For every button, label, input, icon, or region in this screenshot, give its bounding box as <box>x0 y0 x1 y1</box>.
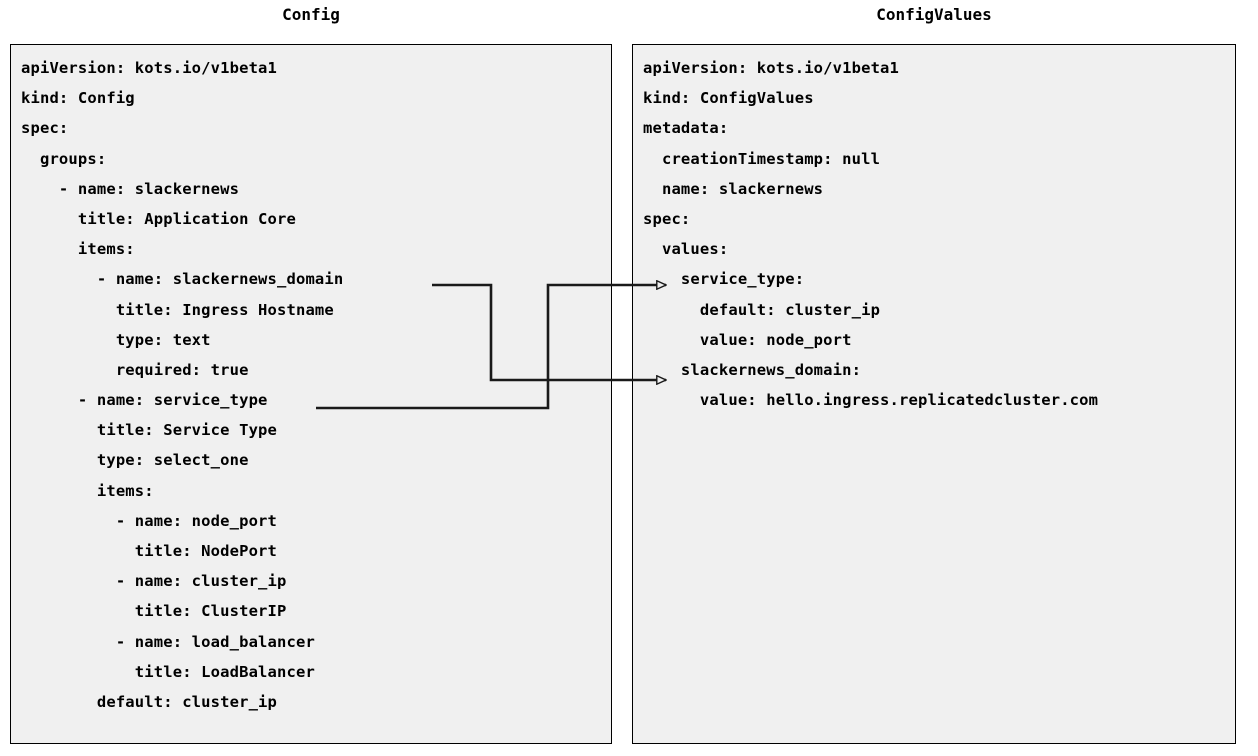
config-line-20: title: LoadBalancer <box>21 662 315 681</box>
config-line-14: items: <box>21 481 154 500</box>
config-line-2: spec: <box>21 119 69 138</box>
configvalues-yaml-panel: apiVersion: kots.io/v1beta1 kind: ConfigV… <box>632 44 1236 744</box>
left-panel-title: Config <box>282 5 340 24</box>
config-line-16: title: NodePort <box>21 542 278 560</box>
config-yaml-body: apiVersion: kots.io/v1beta1 kind: Config s… <box>21 53 611 717</box>
config-line-8: title: Ingress Hostname <box>21 300 334 319</box>
config-line-12: title: Service Type <box>21 421 278 440</box>
config-line-0: apiVersion: kots.io/v1beta1 <box>21 59 278 77</box>
configvalues-line-8: default: cluster_ip <box>643 300 881 319</box>
config-line-5: title: Application Core <box>21 209 296 228</box>
config-line-6: items: <box>21 240 135 259</box>
configvalues-line-2: metadata: <box>643 119 729 138</box>
config-line-11: - name: service_type <box>21 391 268 410</box>
config-line-15: - name: node_port <box>21 511 278 530</box>
configvalues-line-1: kind: ConfigValues <box>643 89 814 108</box>
configvalues-line-9: value: node_port <box>643 330 852 349</box>
configvalues-line-11: value: hello.ingress.replicatedcluster.c… <box>643 391 1099 410</box>
configvalues-line-6: values: <box>643 240 729 259</box>
config-line-10: required: true <box>21 360 249 379</box>
config-line-9: type: text <box>21 330 211 349</box>
right-panel-title: ConfigValues <box>876 5 992 24</box>
configvalues-line-5: spec: <box>643 209 691 228</box>
config-line-18: title: ClusterIP <box>21 602 287 621</box>
config-line-21: default: cluster_ip <box>21 692 278 711</box>
config-line-1: kind: Config <box>21 89 135 108</box>
config-yaml-panel: apiVersion: kots.io/v1beta1 kind: Config s… <box>10 44 612 744</box>
config-line-4: - name: slackernews <box>21 179 240 198</box>
configvalues-line-4: name: slackernews <box>643 179 824 198</box>
configvalues-line-3: creationTimestamp: null <box>643 149 881 168</box>
configvalues-yaml-body: apiVersion: kots.io/v1beta1 kind: ConfigV… <box>643 53 1235 415</box>
config-line-3: groups: <box>21 149 107 168</box>
config-line-17: - name: cluster_ip <box>21 572 287 591</box>
configvalues-line-10: slackernews_domain: <box>643 360 862 379</box>
config-line-13: type: select_one <box>21 451 249 470</box>
configvalues-line-0: apiVersion: kots.io/v1beta1 <box>643 59 900 77</box>
config-line-7: - name: slackernews_domain <box>21 270 344 289</box>
configvalues-line-7: service_type: <box>643 270 805 289</box>
config-line-19: - name: load_balancer <box>21 632 315 651</box>
